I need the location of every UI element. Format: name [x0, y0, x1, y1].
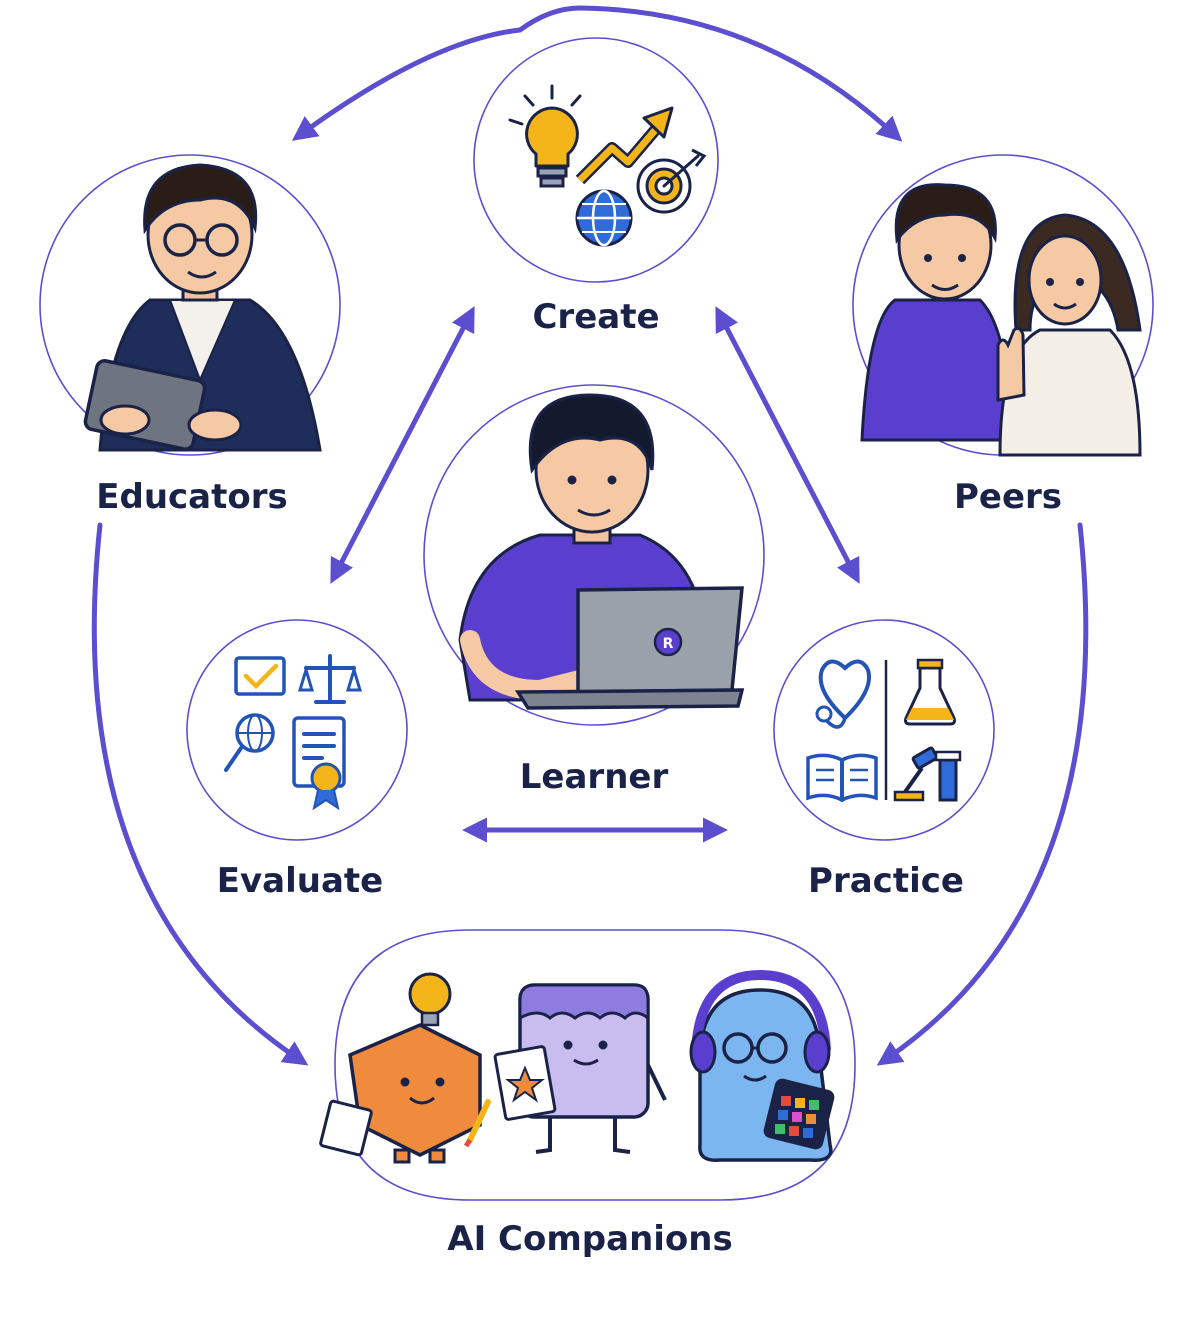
magnifier-globe-icon	[224, 713, 275, 772]
arrow-top-arc	[517, 5, 583, 33]
node-learner[interactable]: R Learner	[423, 384, 765, 797]
headphones-bot-icon	[689, 969, 835, 1162]
certificate-icon	[292, 716, 346, 811]
ai-companions-label: AI Companions	[447, 1219, 732, 1259]
laptop-badge-letter: R	[663, 636, 674, 652]
peers-label: Peers	[954, 477, 1062, 517]
node-evaluate[interactable]: Evaluate	[186, 619, 408, 901]
notepad-bot-icon	[493, 983, 667, 1154]
node-create[interactable]: Create	[473, 37, 719, 337]
hexagon-bot-icon	[319, 972, 491, 1164]
lightbulb-icon	[508, 84, 582, 188]
scales-icon	[297, 654, 363, 704]
node-educators[interactable]: Educators	[39, 154, 341, 517]
educator-avatar	[83, 163, 322, 452]
connectors	[91, 5, 1089, 1066]
target-icon	[636, 148, 707, 214]
educators-label: Educators	[96, 477, 287, 517]
node-peers[interactable]: Peers	[852, 154, 1154, 517]
node-ai-companions[interactable]: AI Companions	[319, 929, 856, 1259]
stethoscope-icon	[815, 659, 871, 729]
arrow-educators-to-ai	[91, 522, 309, 1066]
checked-screen-icon	[234, 656, 286, 696]
arrow-peers-to-ai	[876, 522, 1089, 1066]
practice-label: Practice	[808, 861, 964, 901]
growth-chart-icon	[575, 106, 674, 185]
globe-icon	[575, 189, 633, 247]
create-label: Create	[532, 297, 659, 337]
peers-avatar	[860, 183, 1142, 457]
arrow-create-practice	[715, 306, 860, 584]
flask-icon	[904, 658, 956, 726]
arrow-create-to-educators	[291, 27, 523, 141]
practice-circle	[773, 619, 995, 841]
gavel-icon	[893, 746, 962, 802]
laptop-icon: R	[514, 586, 745, 710]
node-practice[interactable]: Practice	[773, 619, 995, 901]
arrow-create-to-peers	[577, 5, 903, 142]
learner-label: Learner	[520, 757, 669, 797]
arrow-create-evaluate	[330, 306, 475, 584]
laptop-badge	[653, 627, 683, 657]
evaluate-label: Evaluate	[217, 861, 383, 901]
book-icon	[806, 753, 878, 802]
